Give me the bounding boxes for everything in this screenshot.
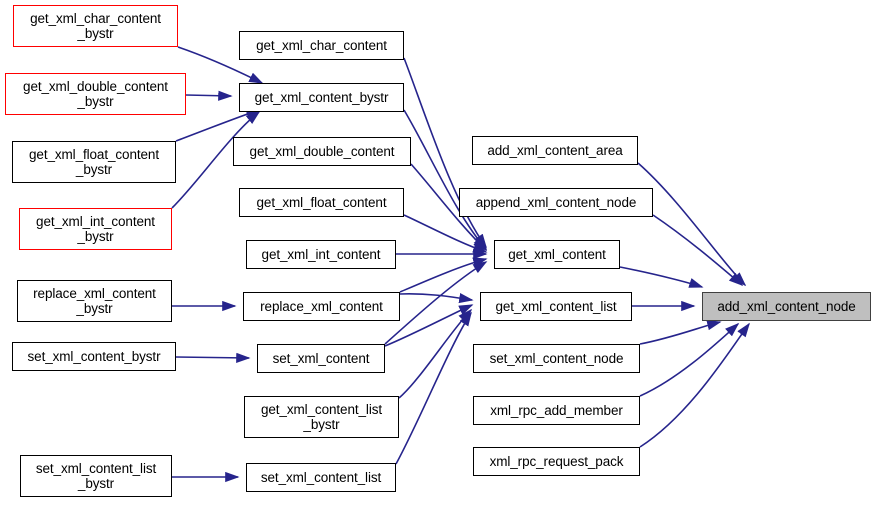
edge-set_xml_content-to-get_xml_content_list [384, 304, 474, 347]
edge-set_xml_content_node-to-add_xml_content_node [639, 320, 722, 345]
node-set_xml_content_list_bystr[interactable]: set_xml_content_list _bystr [20, 455, 172, 497]
node-get_xml_float_content[interactable]: get_xml_float_content [239, 188, 404, 217]
node-get_xml_int_content_bystr[interactable]: get_xml_int_content _bystr [19, 208, 172, 250]
node-set_xml_content_node[interactable]: set_xml_content_node [473, 344, 640, 373]
edge-add_xml_content_area-to-add_xml_content_node [637, 162, 747, 287]
node-xml_rpc_request_pack[interactable]: xml_rpc_request_pack [473, 447, 640, 476]
node-set_xml_content_bystr[interactable]: set_xml_content_bystr [12, 342, 176, 371]
edge-replace_xml_content-to-get_xml_content [399, 257, 488, 293]
edge-get_xml_content_bystr-to-get_xml_content [403, 109, 488, 251]
edge-set_xml_content_bystr-to-set_xml_content [175, 352, 251, 363]
edge-xml_rpc_request_pack-to-add_xml_content_node [639, 322, 750, 448]
edge-get_xml_double_content_bystr-to-get_xml_content_bystr [185, 90, 233, 101]
edge-append_xml_content_node-to-add_xml_content_node [652, 214, 744, 287]
node-xml_rpc_add_member[interactable]: xml_rpc_add_member [473, 396, 640, 425]
node-get_xml_char_content[interactable]: get_xml_char_content [239, 31, 404, 60]
node-get_xml_int_content[interactable]: get_xml_int_content [246, 240, 396, 269]
node-get_xml_content_list[interactable]: get_xml_content_list [480, 292, 632, 321]
node-add_xml_content_node[interactable]: add_xml_content_node [702, 292, 871, 321]
edge-get_xml_char_content_bystr-to-get_xml_content_bystr [177, 46, 264, 84]
node-set_xml_content_list[interactable]: set_xml_content_list [246, 463, 396, 492]
node-get_xml_content_bystr[interactable]: get_xml_content_bystr [239, 83, 404, 112]
edge-replace_xml_content-to-get_xml_content_list [399, 293, 474, 304]
edge-get_xml_content-to-add_xml_content_node [619, 266, 704, 288]
node-get_xml_float_content_bystr[interactable]: get_xml_float_content _bystr [12, 141, 176, 183]
edge-get_xml_char_content-to-get_xml_content [403, 57, 487, 249]
node-replace_xml_content[interactable]: replace_xml_content [243, 292, 400, 321]
node-add_xml_content_area[interactable]: add_xml_content_area [472, 136, 638, 165]
edge-set_xml_content_list-to-get_xml_content_list [395, 311, 472, 465]
node-get_xml_double_content_bystr[interactable]: get_xml_double_content _bystr [5, 73, 186, 115]
edge-get_xml_int_content_bystr-to-get_xml_content_bystr [171, 111, 261, 209]
edge-xml_rpc_add_member-to-add_xml_content_node [639, 322, 740, 397]
edge-get_xml_double_content-to-get_xml_content [410, 163, 488, 252]
node-append_xml_content_node[interactable]: append_xml_content_node [459, 188, 653, 217]
edge-set_xml_content-to-get_xml_content [384, 261, 488, 345]
node-get_xml_content[interactable]: get_xml_content [494, 240, 620, 269]
node-get_xml_content_list_bystr[interactable]: get_xml_content_list _bystr [244, 396, 399, 438]
node-set_xml_content[interactable]: set_xml_content [257, 344, 385, 373]
node-get_xml_double_content[interactable]: get_xml_double_content [233, 137, 411, 166]
node-replace_xml_content_bystr[interactable]: replace_xml_content _bystr [17, 280, 172, 322]
node-get_xml_char_content_bystr[interactable]: get_xml_char_content _bystr [13, 5, 178, 47]
